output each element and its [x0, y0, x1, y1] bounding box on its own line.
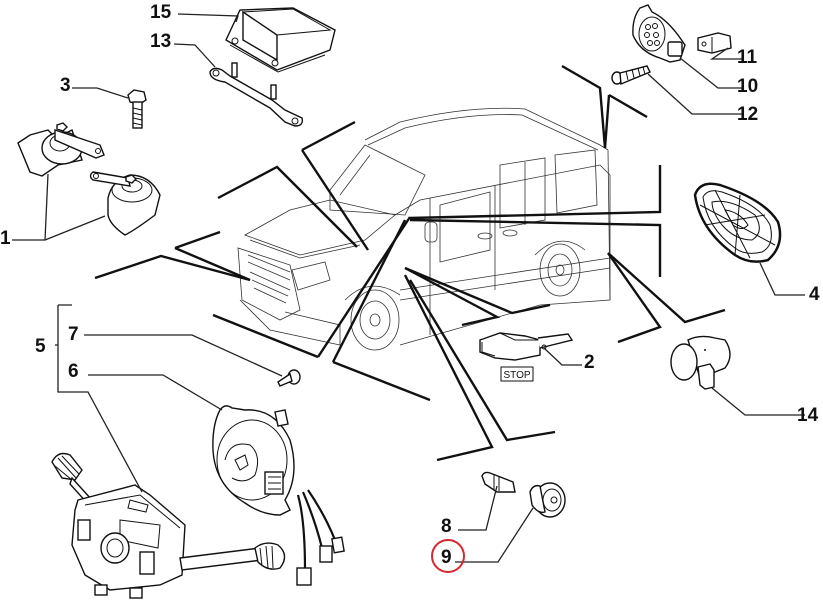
part-13-bracket[interactable]: [209, 62, 304, 127]
stop-tag-text: STOP: [503, 370, 530, 381]
callout-5[interactable]: 5: [35, 336, 46, 357]
callout-13[interactable]: 13: [150, 31, 171, 52]
part-2-stop-switch[interactable]: [479, 332, 574, 361]
highlight-circle: [431, 539, 465, 573]
pointer-lines: [94, 64, 726, 462]
callout-15[interactable]: 15: [150, 2, 172, 23]
callout-14[interactable]: 14: [797, 405, 819, 426]
callout-6[interactable]: 6: [68, 361, 79, 382]
part-7-screw[interactable]: [277, 369, 301, 387]
callout-2[interactable]: 2: [584, 352, 595, 373]
callout-4[interactable]: 4: [809, 284, 820, 305]
callout-11[interactable]: 11: [737, 47, 758, 68]
leader-lines: [12, 13, 805, 563]
callout-1[interactable]: 1: [0, 228, 11, 249]
part-15-control-unit[interactable]: [225, 7, 336, 73]
part-10-sensor[interactable]: [632, 4, 686, 63]
part-12-screw[interactable]: [611, 65, 651, 86]
vehicle-illustration: [237, 107, 611, 351]
part-1-horns[interactable]: [17, 122, 161, 236]
callout-10[interactable]: 10: [737, 76, 758, 97]
callout-7[interactable]: 7: [68, 324, 79, 345]
callout-8[interactable]: 8: [441, 516, 452, 537]
part-14-sensor[interactable]: [670, 335, 731, 390]
callout-3[interactable]: 3: [60, 75, 71, 96]
part-8-bulb-holder[interactable]: [481, 471, 516, 493]
part-3-bolt[interactable]: [127, 89, 147, 129]
part-11-clip[interactable]: [697, 32, 732, 54]
stop-tag: STOP: [500, 366, 534, 382]
callout-9[interactable]: 9: [441, 547, 452, 568]
part-9-bulb-socket[interactable]: [529, 482, 566, 518]
callout-12[interactable]: 12: [737, 104, 758, 125]
part-6-clock-spring[interactable]: [212, 405, 345, 586]
part-5-stalk-switch[interactable]: [51, 452, 286, 599]
part-4-speaker-grille[interactable]: [693, 182, 782, 263]
